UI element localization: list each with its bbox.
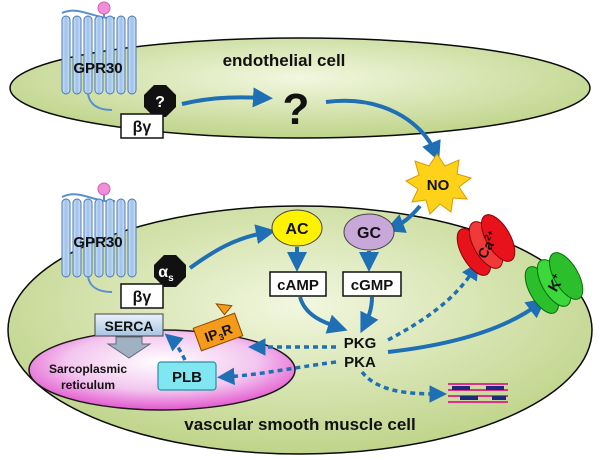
serca-label: SERCA [104,318,153,334]
sr-label-line2: reticulum [61,378,115,392]
cgmp-label: cGMP [351,277,394,294]
cgmp-box [342,271,402,297]
myofilament-icon [448,383,508,403]
pka-label: PKA [344,354,376,371]
gpr30-label-bottom: GPR30 [73,234,122,251]
unknown-g-alpha-octagon [144,85,176,117]
gc-node [343,213,395,251]
camp-box [269,271,327,297]
dashed-arrow-to-myofilament [360,370,447,403]
plb-box [157,361,217,391]
dashed-arrow-to-ca-channel [387,262,479,342]
smooth-muscle-cell-label: vascular smooth muscle cell [184,415,416,434]
arrow-to-k-channel [387,298,547,354]
arrow-galpha-to-ac [188,224,276,270]
ac-label: AC [285,221,309,238]
g-alpha-label: αs [158,264,174,284]
calcium-base: Ca [474,238,497,262]
dashed-arrow-plb-to-serca [164,333,187,361]
dashed-arrow-to-plb [217,360,337,386]
gc-label: GC [357,225,381,242]
beta-gamma-label-bottom: βγ [133,289,152,306]
serca-down-arrow [106,336,152,359]
arrow-camp-to-pk [298,296,348,334]
plb-label: PLB [172,369,202,386]
gpr30-label-top: GPR30 [73,60,122,77]
arrow-octagon-to-unknown [181,87,273,108]
arrow-cgmp-to-pk [360,296,379,334]
sr-label-line1: Sarcoplasmic [49,362,127,376]
g-alpha-s-octagon [154,255,186,287]
pkg-label: PKG [344,335,377,352]
ip3r-main: IP [202,326,220,346]
unknown-mediator: ? [283,85,310,134]
gpr30-receptor-top [61,1,137,111]
potassium-channel [524,252,584,314]
calcium-channel-label: Ca2+ [473,228,502,261]
camp-label: cAMP [277,277,319,294]
beta-gamma-box-top [120,113,164,139]
no-burst [404,153,473,215]
unknown-g-alpha-label: ? [155,94,165,111]
beta-gamma-box-bottom [120,283,164,309]
gpr30-receptor-bottom [61,182,137,293]
no-label: NO [427,177,450,194]
endothelial-cell-label: endothelial cell [223,51,346,70]
arrow-no-to-gc [384,204,422,233]
calcium-sup: 2+ [482,228,496,242]
g-alpha-main: α [158,264,168,281]
ip3r-sub: 3 [217,332,225,343]
potassium-sup: + [549,271,562,282]
serca-box [94,313,164,337]
ac-node [271,209,323,247]
arrow-unknown-to-no [325,98,441,162]
beta-gamma-label-top: βγ [133,119,152,136]
calcium-channel [456,214,516,276]
g-alpha-sub: s [168,273,174,284]
ip3r-receptor [192,303,244,352]
